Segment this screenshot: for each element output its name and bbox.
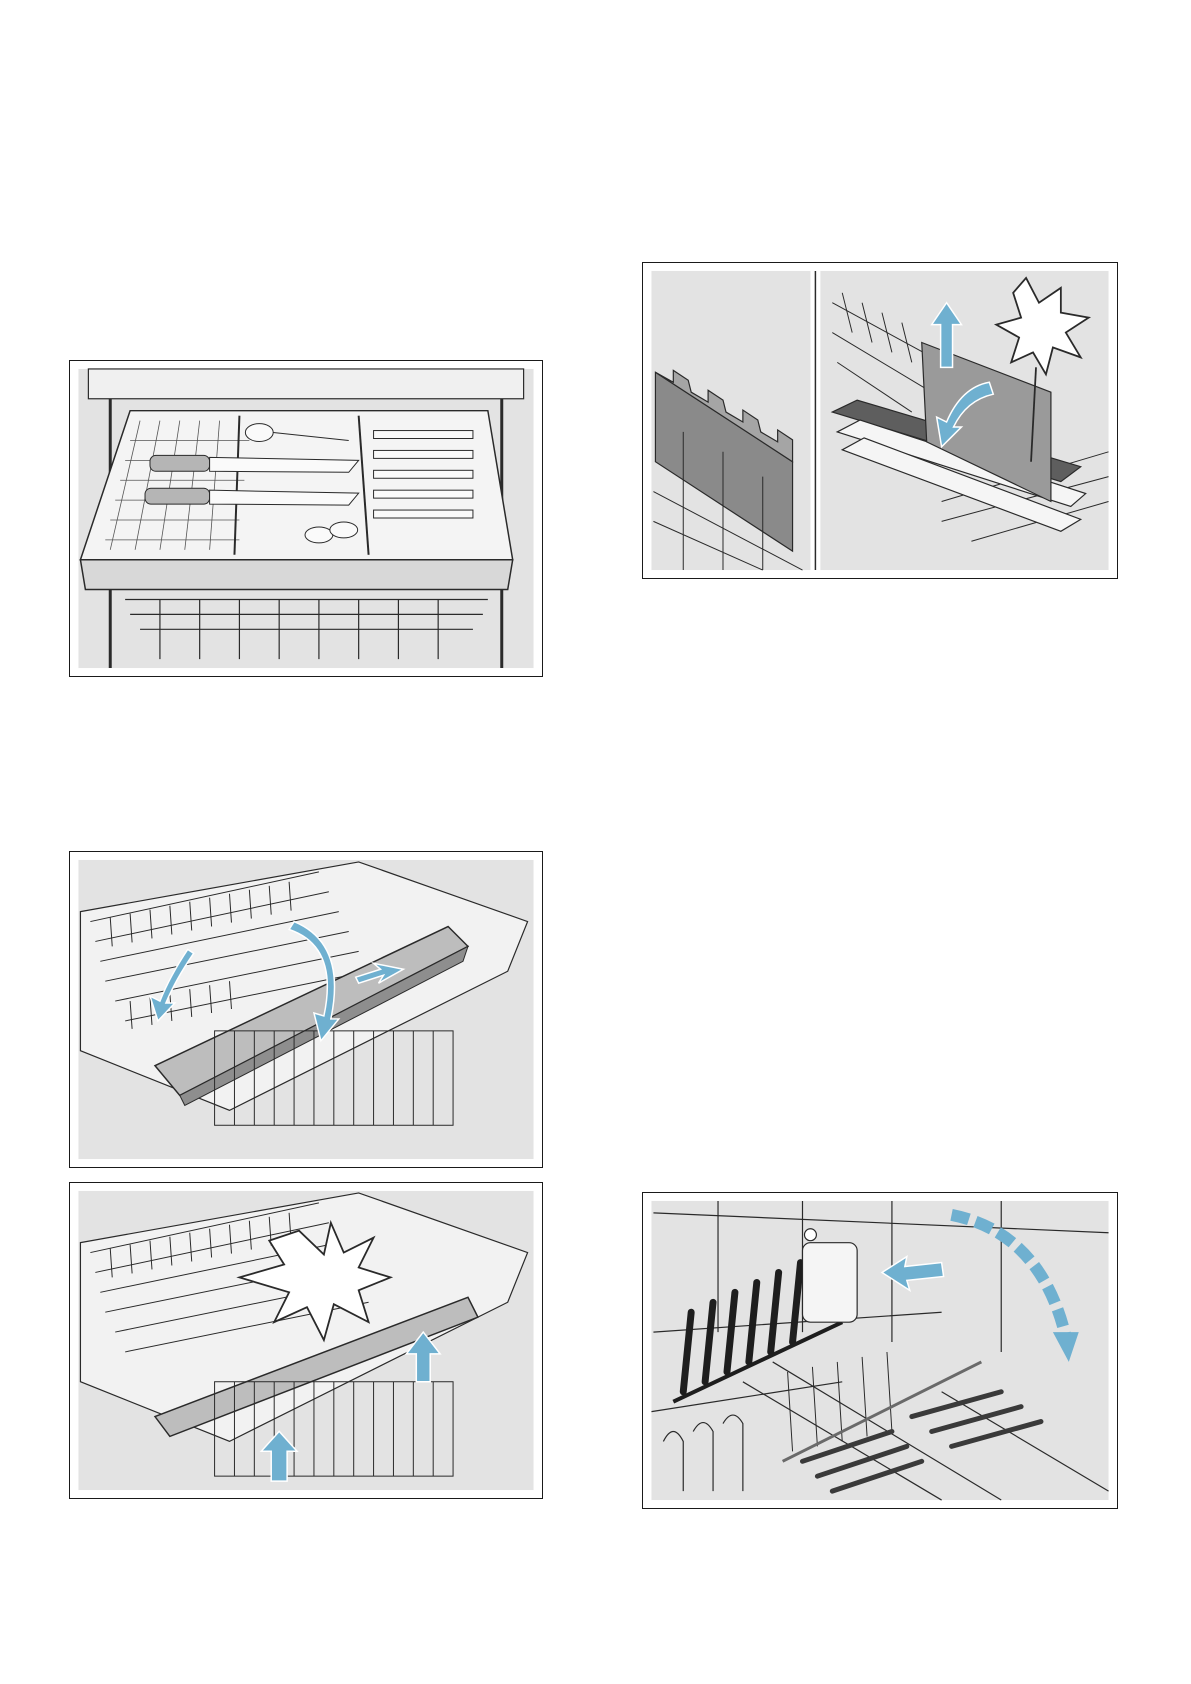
plate-rack-illustration [643,1193,1117,1508]
rack-lift-up-illustration [70,1183,542,1498]
figure-cutlery-drawer [69,360,543,677]
spike-rows-illustration [643,263,1117,578]
hinge-block [802,1229,857,1322]
figure-spike-rows [642,262,1118,579]
cutlery-drawer-illustration [70,361,542,676]
figure-plate-rack [642,1192,1118,1509]
figure-rack-lift-up [69,1182,543,1499]
figure-rack-fold-down [69,851,543,1168]
rack-fold-down-illustration [70,852,542,1167]
